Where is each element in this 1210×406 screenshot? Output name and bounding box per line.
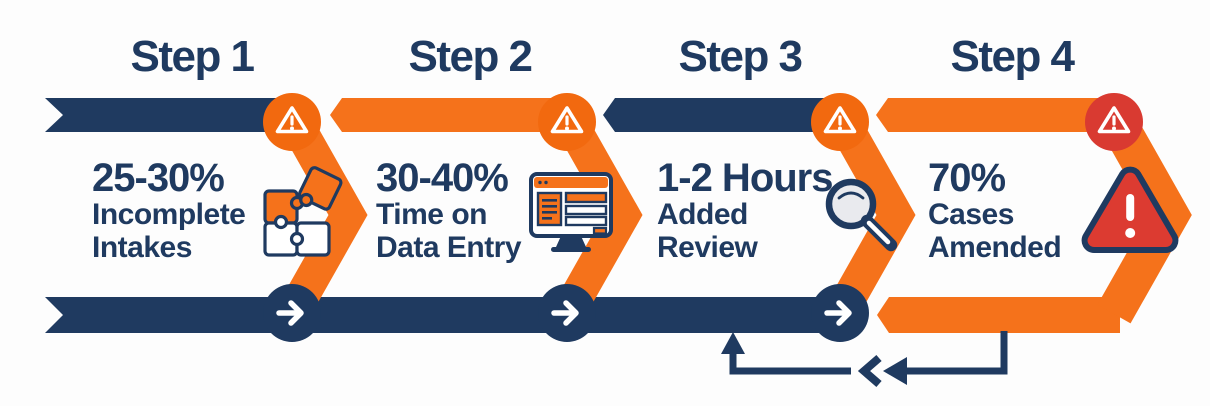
warning-badge-2 bbox=[538, 93, 596, 151]
junction-chevron-4 bbox=[1097, 106, 1192, 324]
warning-badge-1 bbox=[263, 93, 321, 151]
step3-desc2: Review bbox=[657, 231, 758, 264]
top-band-step3 bbox=[603, 98, 842, 132]
flow-arrow-circle-2 bbox=[538, 284, 596, 342]
junction-chevron-3 bbox=[825, 107, 916, 323]
loop-double-chevron bbox=[857, 354, 882, 388]
top-band-step2 bbox=[330, 98, 569, 132]
step2-desc1: Time on bbox=[376, 198, 487, 231]
step1-desc1: Incomplete bbox=[92, 198, 246, 231]
junction-chevron-1 bbox=[277, 107, 368, 323]
step4-stat: 70% bbox=[928, 156, 1006, 200]
step2-stat: 30-40% bbox=[376, 156, 509, 200]
step4-title: Step 4 bbox=[950, 32, 1075, 81]
monitor-form-icon bbox=[529, 172, 613, 252]
step4-desc2: Amended bbox=[928, 231, 1062, 264]
step1-stat: 25-30% bbox=[92, 156, 225, 200]
flow-arrow-circle-3 bbox=[811, 284, 869, 342]
step3-stat-block: 1-2 Hours Added Review bbox=[657, 158, 833, 264]
top-band-step1 bbox=[45, 98, 292, 132]
step3-desc1: Added bbox=[657, 198, 748, 231]
step1-desc2: Intakes bbox=[92, 231, 192, 264]
bottom-band-step4 bbox=[877, 297, 1120, 333]
flow-arrow-circle-1 bbox=[263, 284, 321, 342]
loop-left-arrowhead bbox=[883, 357, 907, 385]
step3-title: Step 3 bbox=[678, 32, 803, 81]
warning-badge-4-red bbox=[1085, 93, 1143, 151]
step4-stat-block: 70% Cases Amended bbox=[928, 156, 1062, 264]
step2-desc2: Data Entry bbox=[376, 231, 522, 264]
warning-triangle-icon bbox=[1081, 166, 1179, 253]
step4-desc1: Cases bbox=[928, 198, 1014, 231]
step3-stat: 1-2 Hours bbox=[657, 156, 833, 200]
step1-stat-block: 25-30% Incomplete Intakes bbox=[92, 156, 246, 264]
bottom-band-steps1-3 bbox=[45, 297, 842, 333]
step1-title: Step 1 bbox=[130, 32, 255, 81]
step2-title: Step 2 bbox=[408, 32, 533, 81]
top-band-step4 bbox=[876, 98, 1116, 132]
feedback-loop-arrow bbox=[721, 331, 1008, 388]
step2-stat-block: 30-40% Time on Data Entry bbox=[376, 156, 522, 264]
magnifier-icon bbox=[825, 178, 898, 252]
loop-up-arrowhead bbox=[721, 332, 745, 354]
warning-badge-3 bbox=[811, 93, 869, 151]
puzzle-icon bbox=[263, 166, 343, 257]
junction-chevron-2 bbox=[552, 107, 643, 323]
